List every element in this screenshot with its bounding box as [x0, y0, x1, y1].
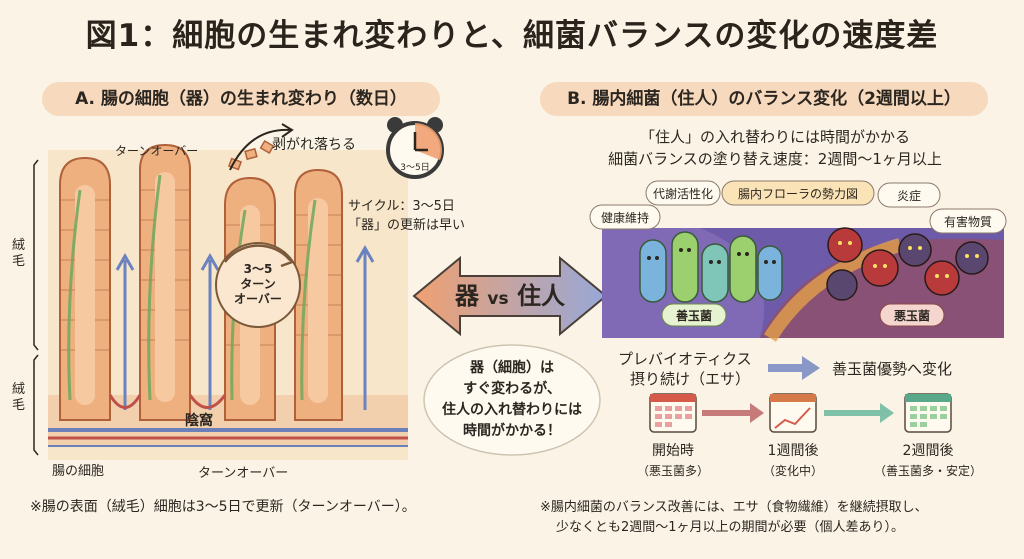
villi-lower-label: 絨毛 — [12, 382, 26, 413]
tag-harmful: 有害物質 — [943, 215, 992, 229]
bad-bacterium — [826, 269, 858, 301]
tag-metabolism-bubble — [645, 180, 721, 206]
good-bacterium — [757, 245, 783, 301]
panel-b-header: B. 腸内細菌（住人）のバランス変化（2週間以上） — [540, 82, 988, 116]
tag-health-bubble — [589, 204, 661, 230]
tag-flora: 腸内フローラの勢力図 — [737, 187, 858, 201]
prebiotics-line1: プレバイオティクス — [618, 350, 752, 368]
bubble-line3: 住人の入れ替わりには — [442, 402, 582, 418]
bad-bacterium — [827, 227, 863, 263]
crypt-arrows — [108, 394, 227, 409]
clock-icon — [386, 117, 444, 179]
turnover-bottom-label: ターンオーバー — [198, 466, 289, 481]
timeline-week2: 2週間後 （善玉菌多・安定） — [858, 440, 998, 479]
bad-bacteria-label: 悪玉菌 — [893, 309, 930, 323]
bad-bacterium — [955, 241, 989, 275]
cycle-line1: サイクル：3〜5日 — [348, 199, 455, 214]
panel-b-sub2: 細菌バランスの塗り替え速度：2週間〜1ヶ月以上 — [608, 150, 942, 168]
vs-right-word: 住人 — [516, 282, 565, 310]
crypt-label: 陰窩 — [185, 413, 213, 429]
page-title: 図1：細胞の生まれ変わりと、細菌バランスの変化の速度差 — [85, 18, 939, 54]
shedding-cells — [227, 140, 275, 171]
calendar-icon-start — [649, 393, 697, 433]
good-bacteria-label: 善玉菌 — [675, 309, 712, 323]
vs-label: 器 vs 住人 — [440, 279, 580, 316]
timeline-week2-sub: （善玉菌多・安定） — [873, 464, 982, 478]
cycle-circle-line1: 3〜5 — [243, 262, 273, 276]
panel-a-header: A. 腸の細胞（器）の生まれ変わり（数日） — [42, 82, 440, 116]
bubble-line1: 器（細胞）は — [470, 360, 554, 376]
center-bubble — [423, 344, 601, 456]
clock-label: 3〜5日 — [400, 163, 430, 173]
gut-cell-label: 腸の細胞 — [52, 464, 105, 479]
tag-inflammation-bubble — [877, 182, 941, 208]
upward-arrows — [115, 244, 375, 410]
good-bacterium — [671, 231, 699, 303]
cycle-circle-text: 3〜5 ターン オーバー — [222, 262, 294, 307]
timeline-arrow-1 — [702, 403, 764, 423]
good-bacterium — [729, 235, 757, 303]
timeline-start-label: 開始時 — [652, 443, 694, 459]
tag-inflammation: 炎症 — [896, 189, 921, 203]
timeline-week1: 1週間後 （変化中） — [738, 440, 848, 479]
shift-label: 善玉菌優勢へ変化 — [832, 360, 953, 378]
center-bubble-text: 器（細胞）は すぐ変わるが、 住人の入れ替わりには 時間がかかる！ — [422, 358, 602, 442]
vs-word: vs — [487, 289, 509, 309]
villi-upper-label: 絨毛 — [12, 238, 26, 269]
timeline-start: 開始時 （悪玉菌多） — [618, 440, 728, 479]
panel-b-footnote2: 少なくとも2週間〜1ヶ月以上の期間が必要（個人差あり）。 — [556, 520, 905, 535]
cycle-circle-line3: オーバー — [234, 292, 282, 306]
peeling-label: 剥がれ落ちる — [272, 137, 356, 153]
bad-bacterium — [898, 233, 932, 267]
timeline-start-sub: （悪玉菌多） — [636, 464, 709, 478]
tag-health: 健康維持 — [600, 211, 649, 225]
bad-bacterium — [861, 249, 899, 287]
tag-metabolism: 代謝活性化 — [652, 187, 713, 201]
shift-arrow — [768, 356, 820, 380]
bubble-line4: 時間がかかる！ — [463, 423, 561, 439]
vs-left-word: 器 — [455, 282, 480, 310]
timeline-arrow-2 — [824, 403, 894, 423]
bad-bacteria-group — [826, 227, 989, 301]
timeline-week1-sub: （変化中） — [762, 464, 823, 478]
turnover-top-label: ターンオーバー — [115, 144, 199, 158]
good-bacterium — [639, 239, 667, 303]
prebiotics-line2: 摂り続け（エサ） — [630, 370, 751, 388]
cycle-circle — [215, 242, 301, 328]
tag-flora-bubble — [721, 180, 875, 206]
timeline-week2-label: 2週間後 — [902, 443, 954, 459]
bad-bacterium — [924, 260, 960, 296]
panel-b-footnote1: ※腸内細菌のバランス改善には、エサ（食物繊維）を継続摂取し、 — [540, 500, 928, 515]
panel-a-footnote: ※腸の表面（絨毛）細胞は3〜5日で更新（ターンオーバー）。 — [30, 499, 416, 515]
calendar-icon-week2 — [904, 393, 952, 433]
good-bacteria-group — [639, 231, 783, 303]
calendar-icon-week1 — [769, 393, 817, 433]
cycle-circle-line2: ターン — [240, 277, 276, 291]
tag-harmful-bubble — [929, 208, 1007, 234]
bubble-line2: すぐ変わるが、 — [463, 381, 561, 397]
timeline-week1-label: 1週間後 — [767, 443, 819, 459]
panel-b-sub1: 「住人」の入れ替わりには時間がかかる — [639, 128, 910, 146]
good-bacterium — [701, 243, 729, 303]
cycle-line2: 「器」の更新は早い — [348, 218, 466, 233]
